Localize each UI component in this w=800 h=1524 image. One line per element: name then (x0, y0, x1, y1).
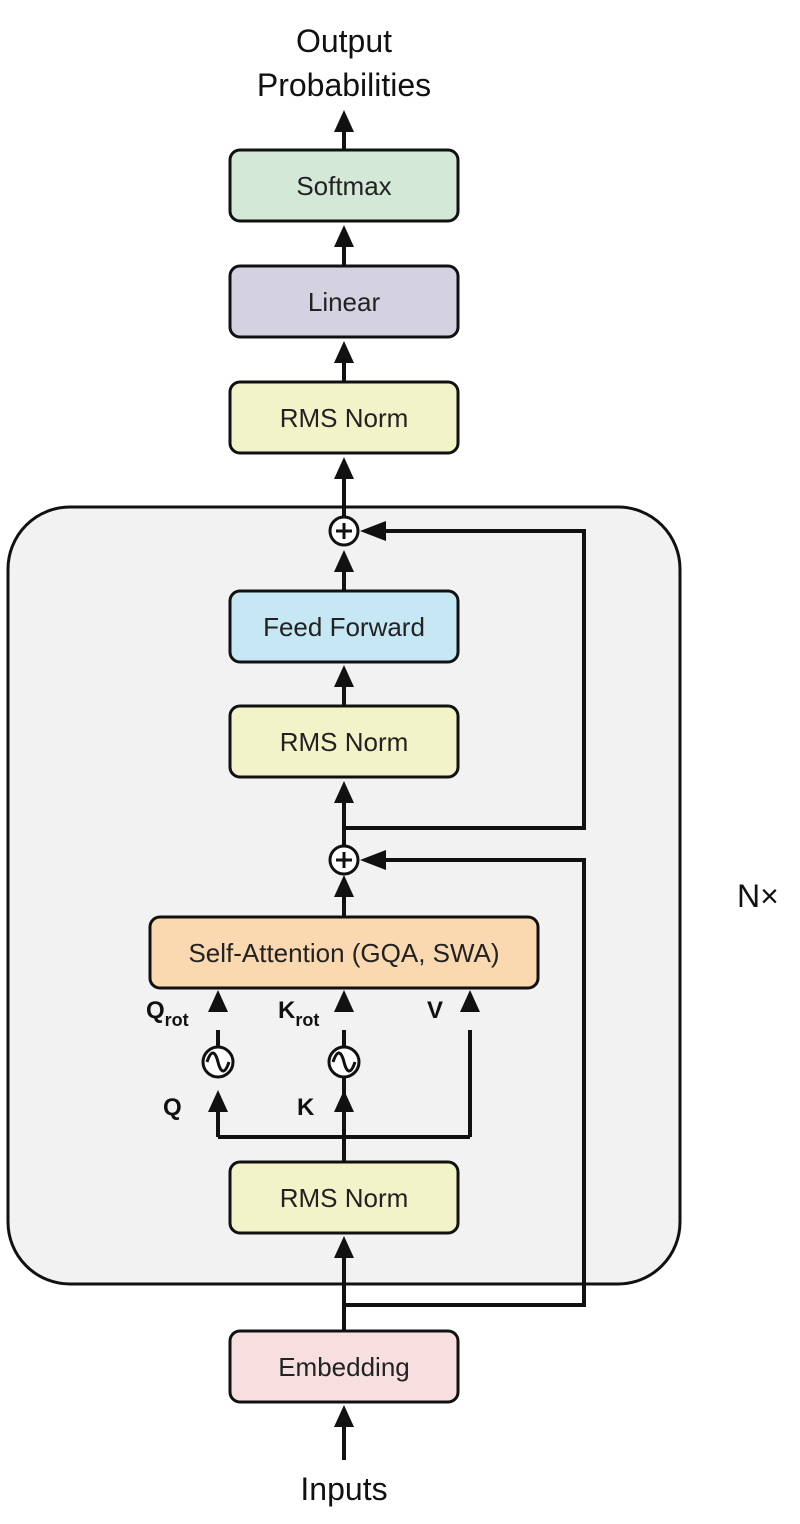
arrowheads (208, 110, 480, 1427)
k-label: K (297, 1094, 315, 1121)
q-label: Q (163, 1094, 182, 1121)
repeat-label: N× (737, 878, 779, 914)
softmax-box (228, 148, 460, 223)
q-rot-label: Qrot (146, 997, 189, 1030)
embedding-label: Embedding (278, 1352, 410, 1382)
linear-label: Linear (308, 287, 381, 317)
output-label-line2: Probabilities (257, 67, 431, 103)
attn-norm-label: RMS Norm (280, 1183, 409, 1213)
softmax-label: Softmax (296, 171, 391, 201)
feed-forward-box (228, 589, 460, 664)
embedding-box (228, 1329, 460, 1404)
final-norm-label: RMS Norm (280, 403, 409, 433)
ffn-norm-label: RMS Norm (280, 727, 409, 757)
output-label-line1: Output (296, 23, 392, 59)
main-connectors (216, 130, 586, 1460)
residual-add-bottom-icon (328, 844, 360, 876)
residual-add-top-icon (328, 515, 360, 547)
rotary-q-icon (201, 1045, 235, 1079)
k-rot-label: Krot (278, 997, 319, 1030)
ffn-norm-box (228, 704, 460, 779)
rotary-k-icon (327, 1045, 361, 1079)
attention-box (148, 915, 540, 990)
attn-norm-box (228, 1160, 460, 1235)
feed-forward-label: Feed Forward (263, 612, 425, 642)
final-norm-box (228, 380, 460, 455)
attention-label: Self-Attention (GQA, SWA) (188, 938, 499, 968)
inputs-label: Inputs (300, 1471, 387, 1507)
linear-box (228, 264, 460, 339)
v-label: V (427, 997, 443, 1024)
